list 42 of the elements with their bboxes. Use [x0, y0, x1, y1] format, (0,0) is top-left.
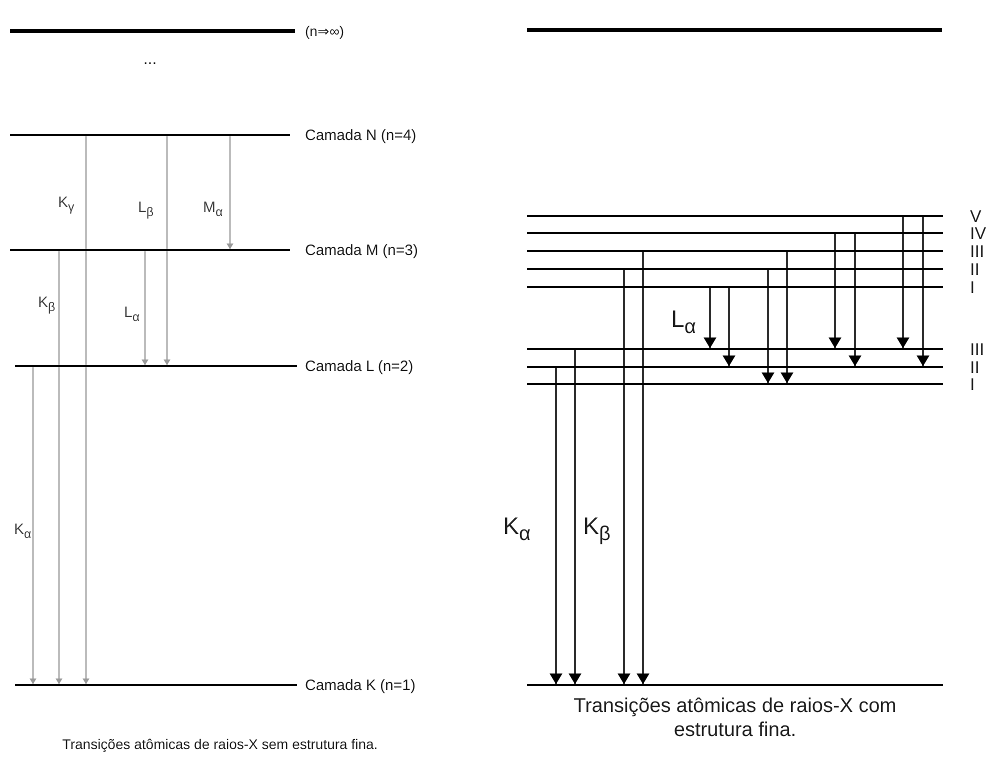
- transition-arrow: [141, 250, 149, 366]
- transition-arrow: [226, 136, 234, 250]
- energy-level-line: [527, 684, 943, 686]
- transition-label: M$_{α}$: [203, 200, 223, 218]
- transition-arrow: [82, 136, 90, 684]
- transition-arrow: [163, 136, 171, 366]
- level-label: I: [970, 278, 975, 296]
- transition-label: K$_{γ}$: [58, 195, 74, 214]
- transition-arrow: [722, 288, 736, 366]
- transition-arrow: [780, 252, 794, 384]
- transition-arrow: [29, 366, 37, 684]
- transition-arrow: [828, 234, 842, 348]
- level-label: IV: [970, 224, 986, 242]
- transition-label: K$_{α}$: [14, 522, 32, 540]
- level-label: Camada N (n=4): [305, 126, 416, 144]
- transition-label: K$_{β}$: [38, 295, 56, 314]
- transition-arrow: [896, 216, 910, 348]
- caption: Transições atômicas de raios-X com estrutura fina.: [572, 694, 898, 742]
- level-label: (n⇒∞): [305, 23, 344, 39]
- transition-arrow: [703, 288, 717, 348]
- caption: Transições atômicas de raios-X sem estrutura fina.: [61, 736, 379, 753]
- level-label: II: [970, 260, 980, 278]
- transition-label: L$_{β}$: [138, 200, 154, 218]
- transition-arrow: [916, 216, 930, 366]
- transition-arrow: [848, 234, 862, 366]
- transition-arrow: [568, 350, 582, 684]
- level-label: II: [970, 358, 980, 376]
- transition-arrow: [761, 270, 775, 384]
- transition-label: L$_{α}$: [124, 305, 140, 324]
- transition-arrow: [55, 250, 63, 684]
- transition-arrow: [636, 252, 650, 684]
- level-label: Camada L (n=2): [305, 358, 414, 374]
- level-label: Camada K (n=1): [305, 676, 416, 694]
- level-label: I: [970, 374, 975, 394]
- level-label: Camada M (n=3): [305, 242, 418, 258]
- level-label: V: [970, 206, 982, 226]
- transition-label: K$_{β}$: [583, 515, 611, 544]
- transition-arrow: [617, 270, 631, 684]
- transition-arrow: [549, 368, 563, 684]
- level-label: III: [970, 242, 984, 260]
- level-label: III: [970, 340, 984, 358]
- ellipsis: ...: [142, 50, 158, 70]
